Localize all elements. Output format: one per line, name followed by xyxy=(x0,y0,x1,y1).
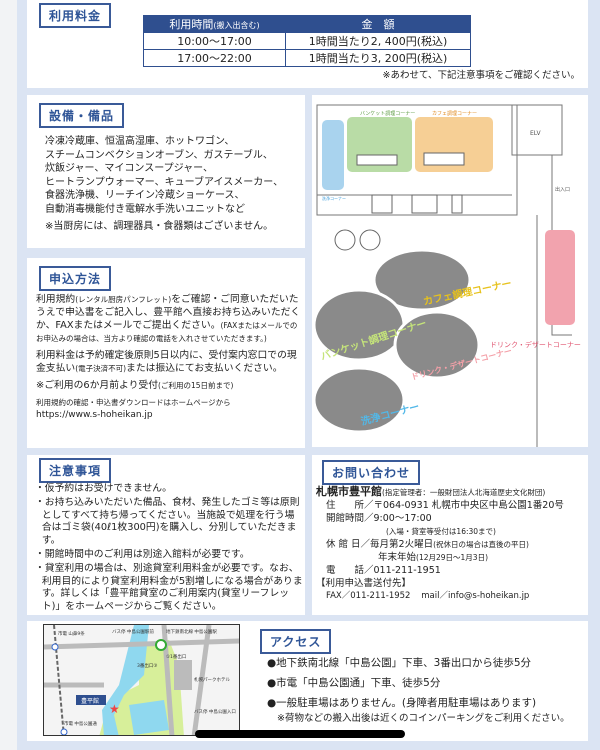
list-item: ・貸室利用の場合は、別途貸室利用料金が必要です。なお、利用目的により貸室利用料金… xyxy=(35,563,303,612)
equipment-line: ヒートランプウォーマー、キューブアイスメーカー、 xyxy=(45,176,284,188)
email-link[interactable]: mail／info@s-hoheikan.jp xyxy=(421,591,530,601)
map-label: ①1番出口 xyxy=(166,653,186,660)
access-item: ●一般駐車場はありません。(身障者用駐車場はあります) xyxy=(267,697,537,709)
website-link[interactable]: https://www.s-hoheikan.jp xyxy=(36,410,153,420)
equipment-line: 炊飯ジャー、マイコンスープジャー、 xyxy=(45,163,213,174)
fee-header-amount: 金 額 xyxy=(285,15,471,33)
access-panel: ★ 市電 山鼻9条 バス停 中島公園駅前 地下鉄南北線 中島公園駅 ①1番出口 … xyxy=(27,621,588,741)
wash-zone-label: 洗浄コーナー xyxy=(322,195,346,201)
drink-zone xyxy=(545,230,575,325)
map-label: 札幌パークホテル xyxy=(194,676,230,683)
map-label: バス停 中島公園入口 xyxy=(194,708,236,715)
banquet-zone-label: バンケット調理コーナー xyxy=(360,110,415,117)
fees-label: 利用料金 xyxy=(39,3,112,28)
payment-paragraph: 利用料金は予約確定後原則5日以内に、受付案内窓口での現金支払い(電子決済不可)ま… xyxy=(36,350,297,374)
photo-cafe xyxy=(372,248,472,312)
map-label: 3番出口③ xyxy=(137,662,157,669)
equipment-label: 設備・備品 xyxy=(39,103,125,128)
equipment-line: 食器洗浄機、リーチイン冷蔵ショーケース、 xyxy=(45,190,245,201)
list-item: ・お持ち込みいただいた備品、食材、発生したゴミ等は原則としてすべて持ち帰ってくだ… xyxy=(35,497,300,546)
home-indicator[interactable] xyxy=(195,730,405,738)
hoheikan-star-icon: ★ xyxy=(109,702,120,716)
equipment-panel: 設備・備品 冷凍冷蔵庫、恒温高湿庫、ホットワゴン、 スチームコンベクションオーブ… xyxy=(27,95,305,248)
notes-panel: 注意事項 ・仮予約はお受けできません。 ・お持ち込みいただいた備品、食材、発生し… xyxy=(27,455,305,615)
access-item: ●市電「中島公園通」下車、徒歩5分 xyxy=(267,677,441,689)
equipment-note: ※当厨房には、調理器具・食器類はございません。 xyxy=(45,221,274,232)
application-paragraph: 利用規約(レンタル厨房パンフレット)をご確認・ご同意いただいたうえで申込書をご記… xyxy=(36,294,301,343)
map-label: バス停 中島公園駅前 xyxy=(112,628,154,635)
fees-note: ※あわせて、下記注意事項をご確認ください。 xyxy=(382,70,581,81)
list-item: ・仮予約はお受けできません。 xyxy=(35,483,172,494)
contact-label: お問い合わせ xyxy=(322,460,421,485)
access-map: ★ 市電 山鼻9条 バス停 中島公園駅前 地下鉄南北線 中島公園駅 ①1番出口 … xyxy=(43,624,240,736)
send-to-title: 【利用申込書送付先】 xyxy=(316,578,412,589)
drink-zone-label: ドリンク・デザートコーナー xyxy=(490,340,581,349)
floorplan-panel: バンケット調理コーナー カフェ調理コーナー 洗浄コーナー ドリンク・デザートコー… xyxy=(312,95,588,455)
equipment-list: 冷凍冷蔵庫、恒温高湿庫、ホットワゴン、 スチームコンベクションオーブン、ガステー… xyxy=(45,135,283,234)
map-label: 地下鉄南北線 中島公園駅 xyxy=(166,628,217,635)
notes-label: 注意事項 xyxy=(39,458,112,483)
fee-amount: 1時間当たり2, 400円(税込) xyxy=(285,32,471,50)
subway-station-icon xyxy=(155,639,167,651)
closed-days: 休 館 日／毎月第2火曜日(祝休日の場合は直後の平日) xyxy=(326,539,529,550)
access-item: ●地下鉄南北線「中島公園」下車、3番出口から徒歩5分 xyxy=(267,657,532,669)
wash-zone xyxy=(322,120,344,190)
download-note: 利用規約の確認・申込書ダウンロードはホームページから xyxy=(36,398,231,407)
application-panel: 申込方法 利用規約(レンタル厨房パンフレット)をご確認・ご同意いただいたうえで申… xyxy=(27,258,305,448)
contact-panel: お問い合わせ 札幌市豊平館(指定管理者：一般財団法人北海道歴史文化財団) 住 所… xyxy=(312,455,588,615)
river xyxy=(102,625,149,735)
photo-wash xyxy=(312,366,406,434)
opening-hours: 開館時間／9:00～17:00 xyxy=(326,513,432,524)
entrance-label: 出入口 xyxy=(555,186,570,193)
application-label: 申込方法 xyxy=(39,266,112,291)
photo-drink xyxy=(393,310,481,380)
list-item: ・開館時間中のご利用は別途入館料が必要です。 xyxy=(35,549,250,561)
map-label: 市電 中島公園通 xyxy=(64,720,97,727)
phone: 電 話／011-211-1951 xyxy=(326,565,441,576)
floorplan-diagram: バンケット調理コーナー カフェ調理コーナー 洗浄コーナー ドリンク・デザートコー… xyxy=(312,104,581,455)
fee-header-time: 利用時間(搬入出含む) xyxy=(143,15,286,33)
equipment-line: 冷凍冷蔵庫、恒温高湿庫、ホットワゴン、 xyxy=(45,136,235,147)
fee-amount: 1時間当たり3, 200円(税込) xyxy=(285,49,471,67)
fee-time: 17:00～22:00 xyxy=(143,49,286,67)
access-label: アクセス xyxy=(260,629,332,654)
cafe-zone-label: カフェ調理コーナー xyxy=(432,110,477,117)
hotel-building xyxy=(174,660,192,690)
facility-name: 札幌市豊平館(指定管理者：一般財団法人北海道歴史文化財団) xyxy=(316,485,546,498)
map-label: 市電 山鼻9条 xyxy=(58,630,85,637)
equipment-line: 自動消毒機能付き電解水手洗いユニットなど xyxy=(45,203,245,215)
hoheikan-map-label: 豊平館 xyxy=(81,697,99,705)
equipment-line: スチームコンベクションオーブン、ガステーブル、 xyxy=(45,149,273,161)
reception-period: ※ご利用の6か月前より受付(ご利用の15日前まで) xyxy=(36,380,234,391)
hours-note: (入場・貸室等受付は16:30まで) xyxy=(386,527,496,536)
address: 住 所／〒064-0931 札幌市中央区中島公園1番20号 xyxy=(326,500,564,511)
fax: FAX／011-211-1952 xyxy=(326,591,411,601)
fee-time: 10:00～17:00 xyxy=(143,32,286,50)
elevator-label: ELV xyxy=(530,130,541,137)
access-note: ※荷物などの搬入出後は近くのコインパーキングをご利用ください。 xyxy=(277,713,570,724)
closed-new-year: 年末年始(12月29日～1月3日) xyxy=(378,552,488,563)
